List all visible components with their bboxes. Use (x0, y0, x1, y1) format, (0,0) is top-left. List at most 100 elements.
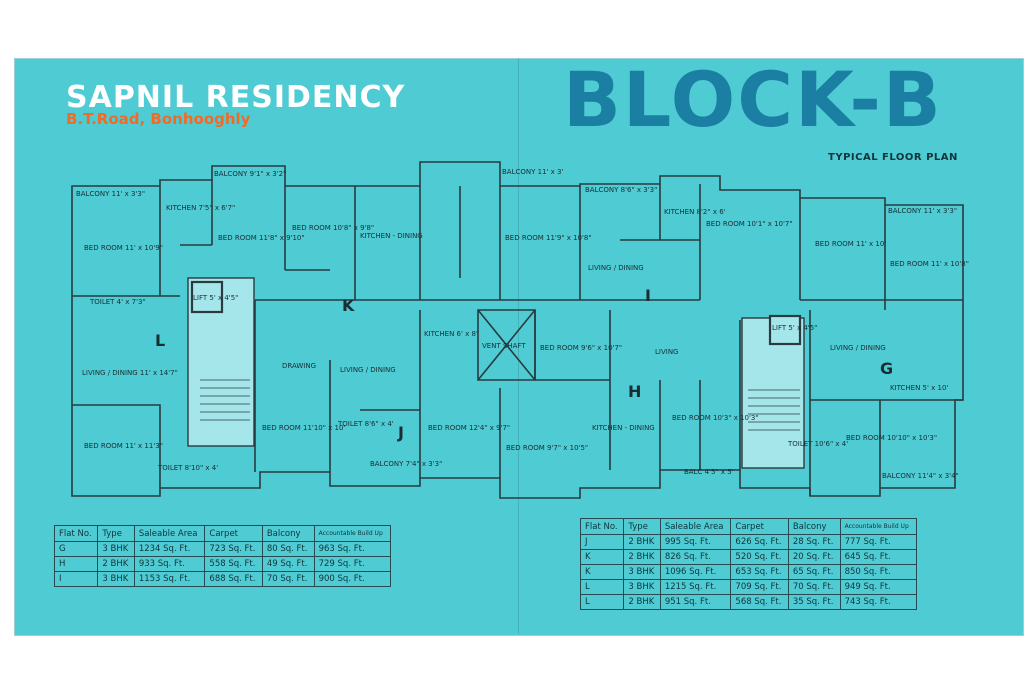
flat-label-g: G (880, 359, 893, 378)
room-label: KITCHEN 7'5" x 6'7" (166, 204, 235, 212)
col-header: Saleable Area (133, 525, 206, 542)
cell: 645 Sq. Ft. (839, 549, 918, 565)
cell: L (579, 594, 625, 610)
cell: 80 Sq. Ft. (261, 541, 315, 557)
cell: 729 Sq. Ft. (313, 556, 392, 572)
table-row: K 2 BHK 826 Sq. Ft. 520 Sq. Ft. 20 Sq. F… (579, 549, 918, 565)
cell: 3 BHK (97, 571, 135, 587)
room-label: BALCONY 7'4" x 3'3" (370, 460, 442, 468)
room-label: BED ROOM 11'8" x 9'10" (218, 234, 305, 242)
cell: J (579, 534, 625, 550)
room-label: BALCONY 11' x 3' (502, 168, 564, 176)
flat-label-h: H (628, 382, 641, 401)
room-label: BED ROOM 10'1" x 10'7" (706, 220, 793, 228)
page-fold-line (518, 58, 519, 634)
cell: 709 Sq. Ft. (730, 579, 789, 595)
flat-spec-table-left: Flat No. Type Saleable Area Carpet Balco… (53, 525, 392, 587)
table-row: L 2 BHK 951 Sq. Ft. 568 Sq. Ft. 35 Sq. F… (579, 594, 918, 610)
project-title: SAPNIL RESIDENCY (66, 80, 406, 115)
room-label: KITCHEN - DINING (360, 232, 423, 240)
room-label: BED ROOM 10'3" x 10'3" (672, 414, 759, 422)
flat-label-k: K (342, 296, 355, 315)
cell: 850 Sq. Ft. (839, 564, 918, 580)
room-label: DRAWING (282, 362, 316, 370)
cell: 3 BHK (623, 564, 661, 580)
table-row: H 2 BHK 933 Sq. Ft. 558 Sq. Ft. 49 Sq. F… (53, 556, 392, 572)
room-label: VENT SHAFT (482, 342, 526, 350)
cell: 65 Sq. Ft. (787, 564, 841, 580)
col-header: Flat No. (579, 518, 625, 535)
room-label: BED ROOM 9'7" x 10'5" (506, 444, 588, 452)
cell: 35 Sq. Ft. (787, 594, 841, 610)
cell: 1215 Sq. Ft. (659, 579, 732, 595)
col-header: Balcony (261, 525, 315, 542)
room-label: BED ROOM 11' x 10'8" (890, 260, 969, 268)
cell: 20 Sq. Ft. (787, 549, 841, 565)
room-label: BED ROOM 11' x 11'3" (84, 442, 163, 450)
cell: 626 Sq. Ft. (730, 534, 789, 550)
cell: 951 Sq. Ft. (659, 594, 732, 610)
room-label: LIVING (655, 348, 678, 356)
col-header: Balcony (787, 518, 841, 535)
cell: 2 BHK (623, 534, 661, 550)
room-label: BED ROOM 12'4" x 9'7" (428, 424, 510, 432)
cell: 1153 Sq. Ft. (133, 571, 206, 587)
cell: 933 Sq. Ft. (133, 556, 206, 572)
room-label: BED ROOM 10'10" x 10'3" (846, 434, 937, 442)
project-address: B.T.Road, Bonhooghly (66, 110, 251, 128)
cell: 900 Sq. Ft. (313, 571, 392, 587)
room-label: LIVING / DINING (340, 366, 396, 374)
room-label: BED ROOM 11'9" x 10'8" (505, 234, 592, 242)
table-row: G 3 BHK 1234 Sq. Ft. 723 Sq. Ft. 80 Sq. … (53, 541, 392, 557)
room-label: KITCHEN 8'2" x 6' (664, 208, 726, 216)
room-label: BALC 4'5" x 5' (684, 468, 734, 476)
room-label: BED ROOM 11' x 10'9" (84, 244, 163, 252)
cell: H (53, 556, 99, 572)
cell: 558 Sq. Ft. (204, 556, 263, 572)
col-header: Carpet (730, 518, 789, 535)
flat-spec-table-right: Flat No. Type Saleable Area Carpet Balco… (579, 518, 918, 610)
cell: 3 BHK (97, 541, 135, 557)
cell: 963 Sq. Ft. (313, 541, 392, 557)
cell: 70 Sq. Ft. (261, 571, 315, 587)
room-label: BALCONY 9'1" x 3'2" (214, 170, 286, 178)
room-label: KITCHEN - DINING (592, 424, 655, 432)
room-label: BALCONY 8'6" x 3'3" (585, 186, 657, 194)
room-label: TOILET 10'6" x 4' (787, 440, 848, 448)
block-title: BLOCK-B (563, 55, 943, 144)
cell: 995 Sq. Ft. (659, 534, 732, 550)
cell: G (53, 541, 99, 557)
cell: 568 Sq. Ft. (730, 594, 789, 610)
cell: K (579, 564, 625, 580)
col-header: Carpet (204, 525, 263, 542)
cell: 1234 Sq. Ft. (133, 541, 206, 557)
cell: 826 Sq. Ft. (659, 549, 732, 565)
room-label: BALCONY 11'4" x 3'4" (882, 472, 959, 480)
flat-label-i: I (645, 286, 651, 305)
col-header: Accountable Build Up (313, 525, 392, 542)
cell: 1096 Sq. Ft. (659, 564, 732, 580)
room-label: TOILET 8'6" x 4' (337, 420, 394, 428)
cell: 688 Sq. Ft. (204, 571, 263, 587)
room-label: KITCHEN 5' x 10' (890, 384, 948, 392)
table-row: K 3 BHK 1096 Sq. Ft. 653 Sq. Ft. 65 Sq. … (579, 564, 918, 580)
table-row: L 3 BHK 1215 Sq. Ft. 709 Sq. Ft. 70 Sq. … (579, 579, 918, 595)
cell: 70 Sq. Ft. (787, 579, 841, 595)
room-label: BALCONY 11' x 3'3" (76, 190, 145, 198)
col-header: Type (623, 518, 661, 535)
room-label: LIVING / DINING (830, 344, 886, 352)
cell: 949 Sq. Ft. (839, 579, 918, 595)
col-header: Type (97, 525, 135, 542)
room-label: BED ROOM 9'6" x 10'7" (540, 344, 622, 352)
room-label: LIVING / DINING 11' x 14'7" (82, 369, 178, 377)
cell: 2 BHK (623, 549, 661, 565)
cell: 520 Sq. Ft. (730, 549, 789, 565)
table-row: J 2 BHK 995 Sq. Ft. 626 Sq. Ft. 28 Sq. F… (579, 534, 918, 550)
room-label: BED ROOM 10'8" x 9'8" (292, 224, 374, 232)
cell: 777 Sq. Ft. (839, 534, 918, 550)
col-header: Accountable Build Up (839, 518, 918, 535)
room-label: BED ROOM 11'10" x 10' (262, 424, 345, 432)
flat-label-l: L (155, 331, 165, 350)
col-header: Flat No. (53, 525, 99, 542)
cell: 49 Sq. Ft. (261, 556, 315, 572)
